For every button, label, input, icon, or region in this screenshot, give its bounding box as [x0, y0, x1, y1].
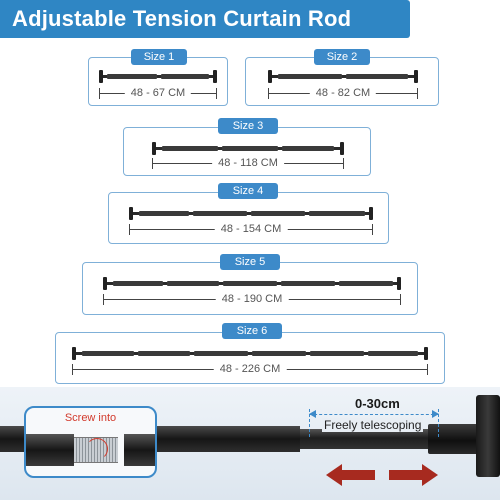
- size-range: 48 - 226 CM: [213, 363, 287, 375]
- size-1-tab: Size 1: [131, 49, 187, 65]
- size-3-box: 48 - 118 CM: [123, 127, 371, 176]
- screw-zoom-box: Screw into: [24, 406, 157, 478]
- size-measure: 48 - 226 CM: [72, 363, 428, 376]
- telescoping-measure: [309, 409, 439, 439]
- rod-image: [152, 142, 344, 155]
- size-range: 48 - 154 CM: [214, 223, 288, 235]
- rod-image: [129, 207, 373, 220]
- screw-label: Screw into: [64, 412, 117, 424]
- size-4-tab: Size 4: [218, 183, 278, 199]
- size-6-tab: Size 6: [222, 323, 282, 339]
- screw-rod-right: [124, 434, 155, 466]
- arrow-right-icon: [432, 410, 439, 418]
- rod-end-neck: [428, 424, 478, 454]
- telescoping-range: 0-30cm: [355, 396, 400, 411]
- size-5-tab: Size 5: [220, 254, 280, 270]
- rod-end-cap: [476, 395, 500, 477]
- size-measure: 48 - 67 CM: [99, 87, 217, 100]
- size-3-tab: Size 3: [218, 118, 278, 134]
- size-range: 48 - 82 CM: [309, 87, 377, 99]
- size-5-box: 48 - 190 CM: [82, 262, 418, 315]
- extend-arrows-icon: [326, 464, 438, 486]
- rod-image: [268, 70, 418, 83]
- page-title: Adjustable Tension Curtain Rod: [12, 6, 352, 31]
- rod-image: [99, 70, 217, 83]
- size-measure: 48 - 154 CM: [129, 223, 373, 236]
- size-6-box: 48 - 226 CM: [55, 332, 445, 384]
- size-range: 48 - 118 CM: [212, 157, 284, 169]
- rod-image: [103, 277, 401, 290]
- size-measure: 48 - 82 CM: [268, 87, 418, 100]
- rotate-arrow-icon: [86, 438, 108, 460]
- size-measure: 48 - 190 CM: [103, 293, 401, 306]
- size-2-tab: Size 2: [314, 49, 370, 65]
- telescoping-label: Freely telescoping: [322, 418, 424, 432]
- size-4-box: 48 - 154 CM: [108, 192, 389, 244]
- size-measure: 48 - 118 CM: [152, 157, 344, 170]
- size-range: 48 - 190 CM: [215, 293, 289, 305]
- title-banner: Adjustable Tension Curtain Rod: [0, 0, 410, 38]
- rod-image: [72, 347, 428, 360]
- size-range: 48 - 67 CM: [124, 87, 192, 99]
- size-1-box: 48 - 67 CM: [88, 57, 228, 106]
- arrow-left-icon: [309, 410, 316, 418]
- screw-rod-left: [26, 434, 74, 466]
